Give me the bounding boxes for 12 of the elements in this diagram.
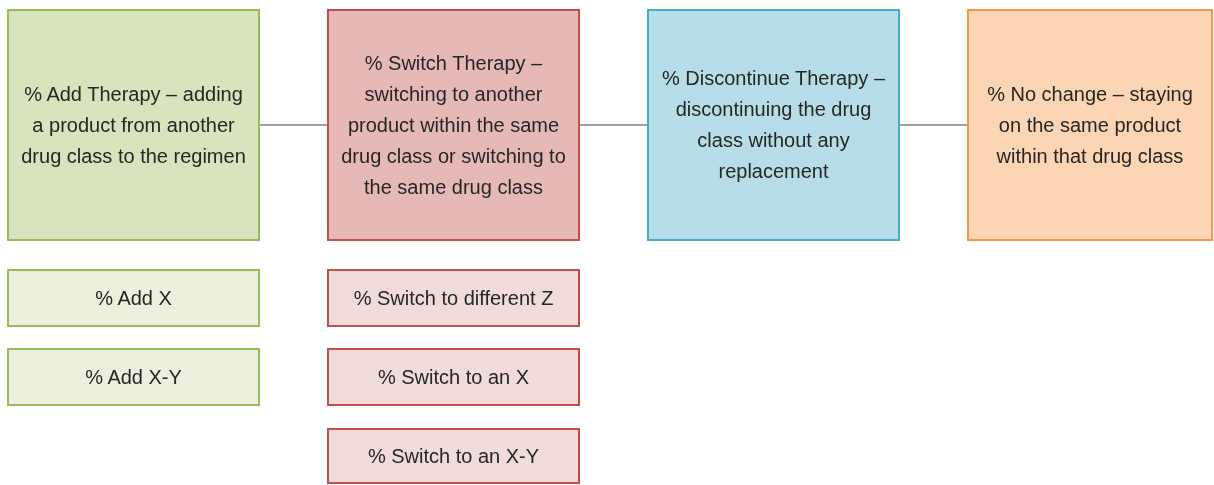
subcategory-box: % Switch to an X	[327, 348, 580, 406]
subcategory-box: % Add X-Y	[7, 348, 260, 406]
category-box: % Discontinue Therapy – discontinuing the drug class without any replacement	[647, 9, 900, 241]
subcategory-box: % Switch to different Z	[327, 269, 580, 327]
connector-line	[899, 124, 968, 126]
category-box: % Add Therapy – adding a product from another drug class to the regimen	[7, 9, 260, 241]
connector-line	[259, 124, 328, 126]
subcategory-box: % Switch to an X-Y	[327, 428, 580, 484]
category-box: % No change – staying on the same product within that drug class	[967, 9, 1213, 241]
connector-line	[579, 124, 648, 126]
category-box: % Switch Therapy – switching to another product within the same drug class or switching to the same drug class	[327, 9, 580, 241]
subcategory-box: % Add X	[7, 269, 260, 327]
